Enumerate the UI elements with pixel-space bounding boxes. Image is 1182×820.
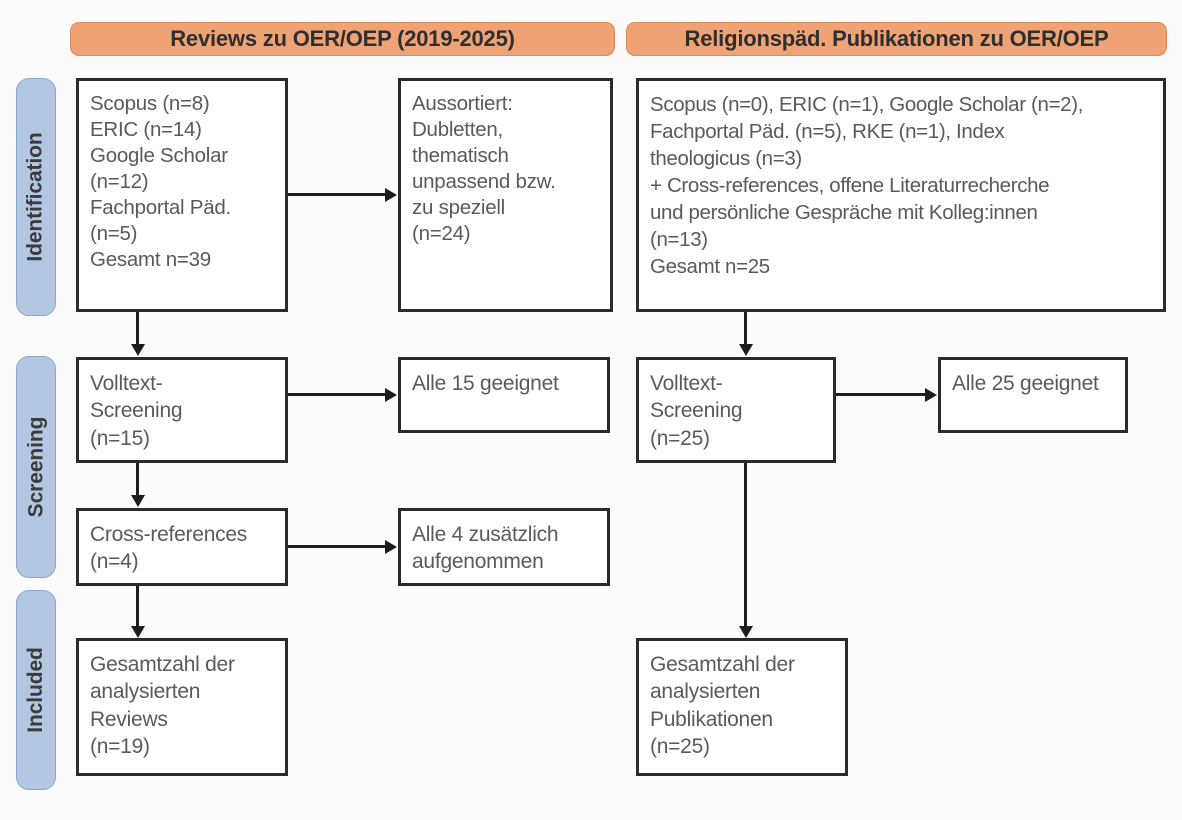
box-right-identification-sources: Scopus (n=0), ERIC (n=1), Google Scholar… [636,78,1166,312]
connector-right-fulltext-to-included [744,463,747,628]
connector-left-sources-to-excluded [288,193,386,196]
column-header-right-label: Religionspäd. Publikationen zu OER/OEP [684,26,1109,51]
box-left-cross-references-result: Alle 4 zusätzlich aufgenommen [398,508,610,586]
arrowhead-right-fulltext-to-included [738,626,753,638]
box-right-fulltext-screening: Volltext- Screening (n=25) [636,357,836,463]
connector-right-fulltext-to-result [836,393,926,396]
box-left-fulltext-result: Alle 15 geeignet [398,357,610,433]
column-header-left: Reviews zu OER/OEP (2019-2025) [70,22,615,56]
connector-right-sources-to-screening [744,312,747,345]
arrowhead-left-crossrefs-to-result [385,539,397,554]
phase-label-included: Included [16,590,56,790]
arrowhead-left-crossrefs-to-included [130,626,145,638]
box-left-identification-sources: Scopus (n=8) ERIC (n=14) Google Scholar … [76,78,288,312]
box-left-cross-references: Cross-references (n=4) [76,508,288,586]
box-left-fulltext-screening: Volltext- Screening (n=15) [76,357,288,463]
arrowhead-left-fulltext-to-result [385,387,397,402]
phase-label-screening: Screening [16,356,56,578]
connector-left-crossrefs-to-included [136,586,139,628]
connector-left-sources-to-screening [136,312,139,345]
arrowhead-right-sources-to-screening [738,344,753,356]
phase-label-included-text: Included [24,647,48,733]
connector-left-crossrefs-to-result [288,545,386,548]
connector-left-fulltext-to-crossrefs [136,463,139,496]
arrowhead-left-fulltext-to-crossrefs [130,495,145,507]
arrowhead-left-sources-to-screening [130,344,145,356]
box-right-fulltext-result: Alle 25 geeignet [938,357,1128,433]
box-right-included-total: Gesamtzahl der analysierten Publikatione… [636,638,848,776]
column-header-right: Religionspäd. Publikationen zu OER/OEP [626,22,1167,56]
box-left-excluded: Aussortiert: Dubletten, thematisch unpas… [398,78,613,312]
phase-label-screening-text: Screening [24,416,48,518]
phase-label-identification-text: Identification [24,132,47,262]
box-left-included-total: Gesamtzahl der analysierten Reviews (n=1… [76,638,288,776]
connector-left-fulltext-to-result [288,393,386,396]
column-header-left-label: Reviews zu OER/OEP (2019-2025) [170,26,515,51]
phase-label-identification: Identification [16,78,56,316]
arrowhead-right-fulltext-to-result [925,387,937,402]
arrowhead-left-sources-to-excluded [385,187,397,202]
